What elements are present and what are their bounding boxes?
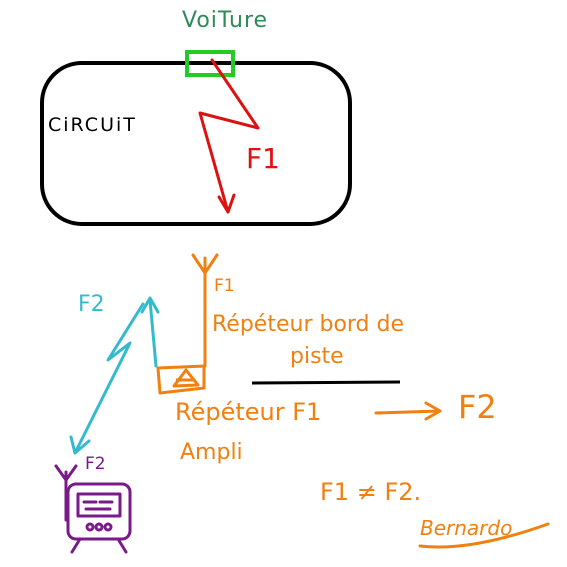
circuit-track xyxy=(40,61,352,226)
f1-antenna-label: F1 xyxy=(214,276,235,296)
f2-cyan-label: F2 xyxy=(78,292,105,317)
repeater-f1-label: Répéteur F1 xyxy=(175,398,322,426)
f1-red-label: F1 xyxy=(246,142,280,175)
car-box xyxy=(185,50,235,77)
antenna-icon xyxy=(191,253,219,347)
voiture-label: VoiTure xyxy=(182,8,269,33)
f2-result-label: F2 xyxy=(458,388,497,426)
circuit-label: CiRCUiT xyxy=(48,114,137,136)
piste-label: piste xyxy=(290,344,344,369)
f2-tv-label: F2 xyxy=(85,454,106,474)
arrow-icon xyxy=(374,401,442,421)
inequality-label: F1 ≠ F2. xyxy=(320,478,422,506)
divider-line xyxy=(251,380,401,385)
ampli-label: Ampli xyxy=(180,440,243,465)
f2-signal-arrow xyxy=(69,296,160,455)
repeater-edge-label: Répéteur bord de xyxy=(212,312,405,337)
repeater-box xyxy=(156,345,207,395)
tv-screen-icon xyxy=(54,464,132,554)
f1-signal-arrow xyxy=(198,58,260,214)
signature-flourish xyxy=(418,522,550,549)
amplifier-triangle-icon xyxy=(172,368,200,388)
signature-label: Bernardo xyxy=(420,516,513,540)
